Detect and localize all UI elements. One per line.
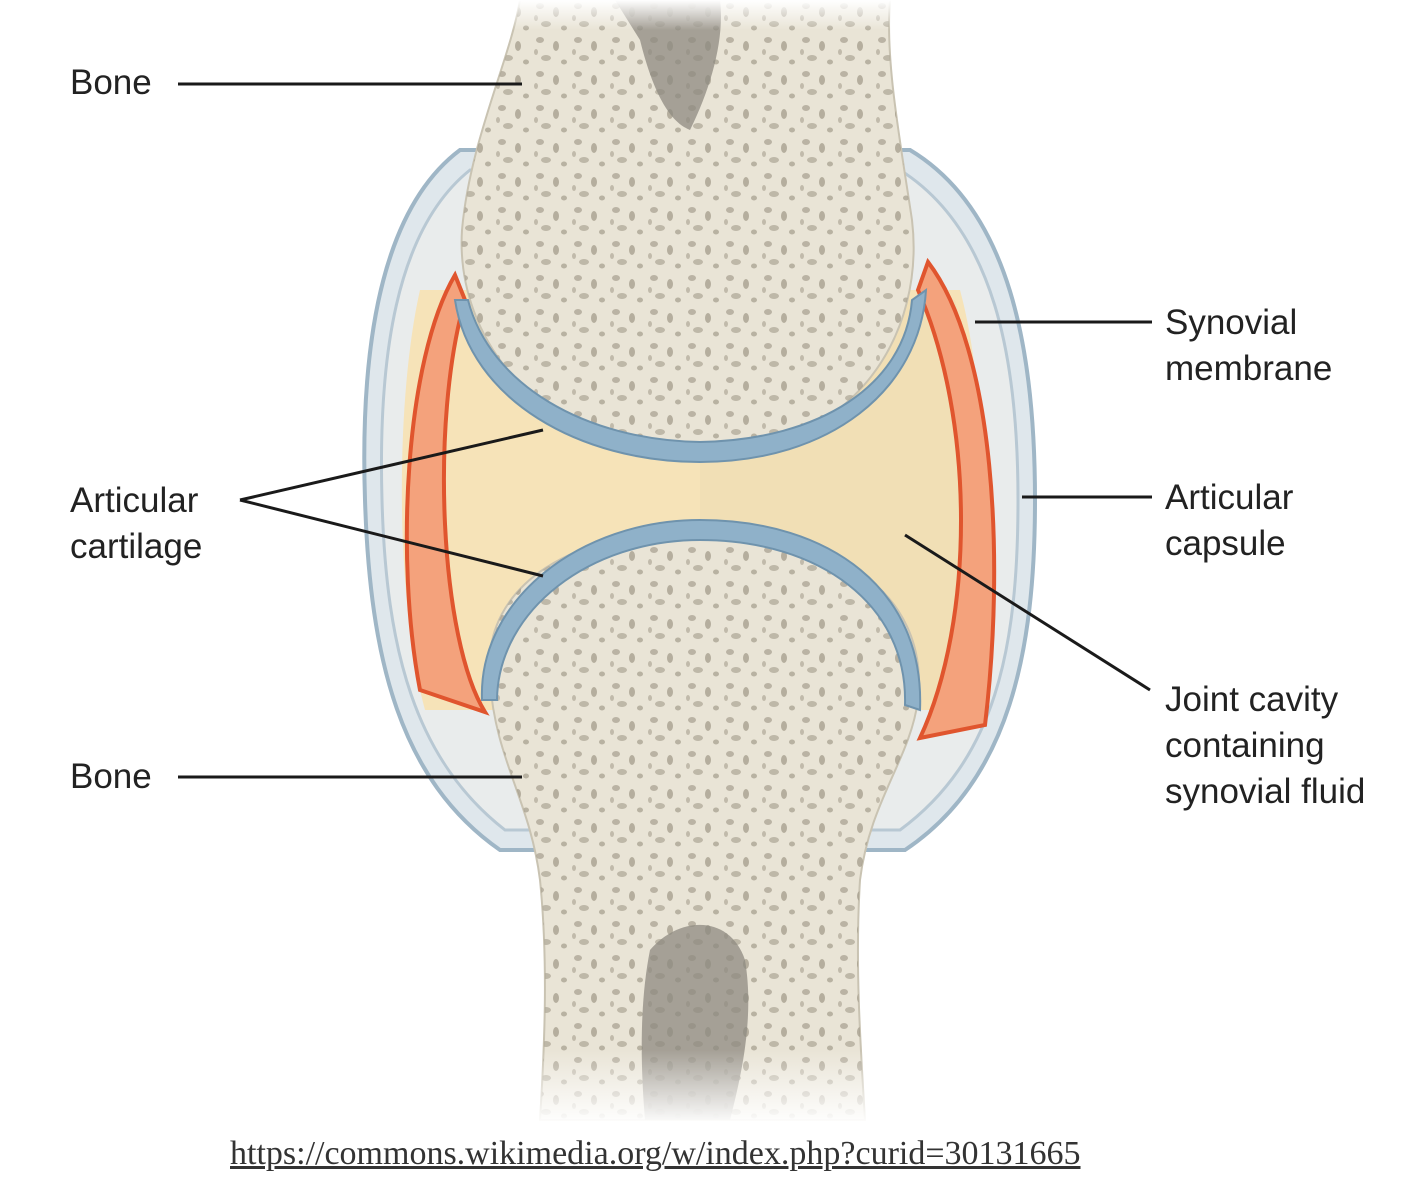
upper-marrow — [615, 0, 721, 130]
leader-joint-cavity — [904, 533, 1151, 692]
label-synovial-membrane: Synovial membrane — [1165, 300, 1332, 392]
label-joint-cavity: Joint cavity containing synovial fluid — [1165, 677, 1365, 815]
leader-cartilage-lower — [239, 498, 544, 578]
upper-articular-cartilage — [453, 287, 928, 464]
label-joint-cavity-line3: synovial fluid — [1165, 772, 1366, 811]
label-synovial-membrane-line1: Synovial — [1165, 303, 1298, 342]
synovial-membrane-left — [404, 270, 490, 716]
synovial-membrane-right — [915, 257, 997, 741]
label-joint-cavity-line1: Joint cavity — [1165, 680, 1339, 719]
label-synovial-membrane-line2: membrane — [1165, 349, 1333, 388]
source-link[interactable]: https://commons.wikimedia.org/w/index.ph… — [230, 1135, 1081, 1172]
label-articular-capsule-line2: capsule — [1165, 524, 1286, 563]
label-articular-capsule-line1: Articular — [1165, 478, 1294, 517]
label-articular-cartilage-line2: cartilage — [70, 527, 203, 566]
label-articular-capsule: Articular capsule — [1165, 475, 1293, 567]
label-joint-cavity-line2: containing — [1165, 726, 1325, 765]
leader-cartilage-upper — [239, 428, 544, 502]
upper-bone-spongy — [461, 0, 914, 455]
lower-bone-spongy — [489, 530, 919, 1120]
label-bone-top: Bone — [70, 63, 152, 102]
lower-articular-cartilage — [480, 518, 922, 712]
label-articular-cartilage: Articular cartilage — [70, 478, 202, 570]
label-articular-cartilage-line1: Articular — [70, 481, 199, 520]
label-bone-bottom: Bone — [70, 757, 152, 796]
